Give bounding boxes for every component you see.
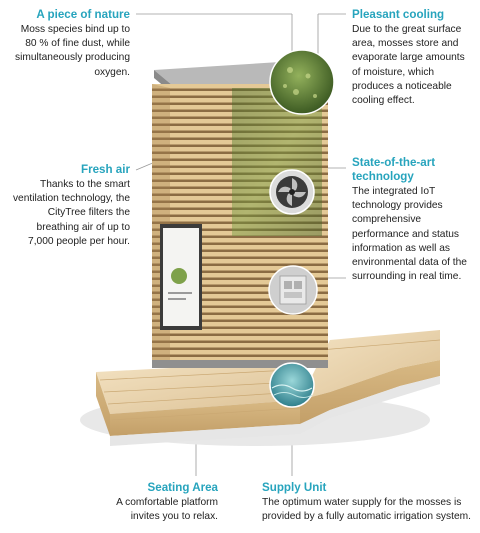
fan-detail-circle xyxy=(269,169,315,215)
callout-seating-title: Seating Area xyxy=(147,481,218,494)
citytree-tower xyxy=(152,60,334,368)
callout-technology-text: The integrated IoT technology provides c… xyxy=(352,186,467,283)
water-detail-circle xyxy=(269,362,315,408)
sensor-detail-circle xyxy=(268,265,318,315)
callout-seating-text: A comfortable platform invites you to re… xyxy=(116,497,218,523)
callout-supply-unit-title: Supply Unit xyxy=(262,481,327,494)
callout-seating: Seating Area A comfortable platform invi… xyxy=(96,481,218,524)
callout-fresh-air-text: Thanks to the smart ventilation technolo… xyxy=(12,179,130,247)
callout-fresh-air: Fresh air Thanks to the smart ventilatio… xyxy=(12,163,130,249)
callout-supply-unit-text: The optimum water supply for the mosses … xyxy=(262,497,471,523)
moss-detail-circle xyxy=(269,49,335,115)
callout-technology-title: State-of-the-art technology xyxy=(352,156,436,183)
seating-platform xyxy=(96,330,441,446)
callout-cooling-title: Pleasant cooling xyxy=(352,8,445,21)
callout-nature-title: A piece of nature xyxy=(36,8,130,21)
callout-supply-unit: Supply Unit The optimum water supply for… xyxy=(262,481,476,524)
callout-technology: State-of-the-art technology The integrat… xyxy=(352,156,476,284)
callout-cooling-text: Due to the great surface area, mosses st… xyxy=(352,24,465,107)
callout-fresh-air-title: Fresh air xyxy=(81,163,130,176)
callout-cooling: Pleasant cooling Due to the great surfac… xyxy=(352,8,476,108)
callout-nature-text: Moss species bind up to 80 % of fine dus… xyxy=(15,24,130,78)
callout-nature: A piece of nature Moss species bind up t… xyxy=(12,8,130,80)
